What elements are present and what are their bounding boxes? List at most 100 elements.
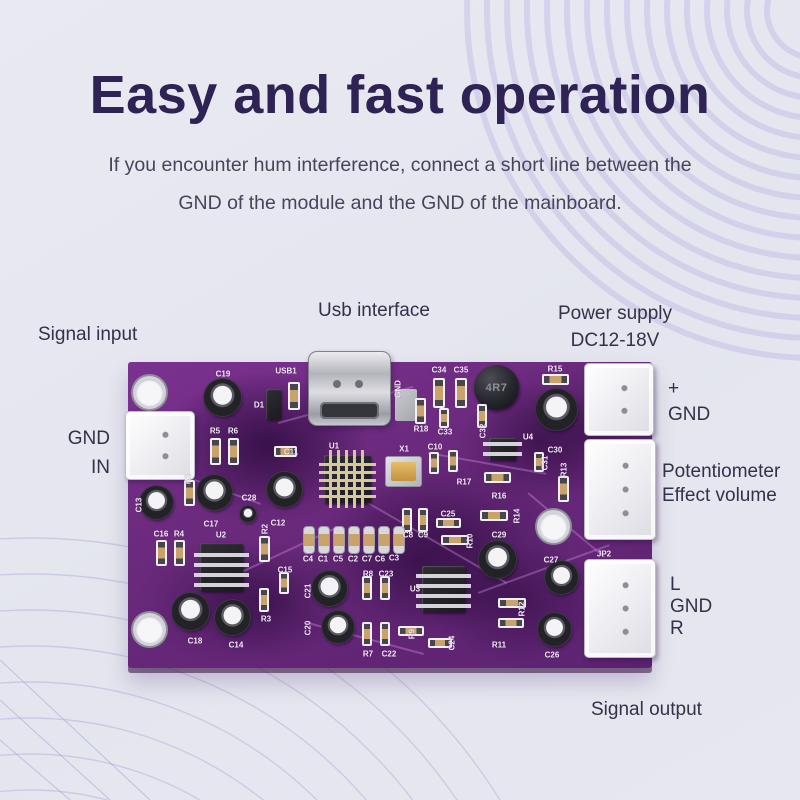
capacitor-power-filter: [536, 389, 577, 430]
board-component: [318, 526, 330, 554]
opamp-u3: [416, 566, 471, 612]
silkscreen-label: C3: [388, 553, 400, 563]
silkscreen-label: C5: [332, 554, 344, 564]
mounting-hole-right: [540, 513, 567, 540]
subtitle-line-1: If you encounter hum interference, conne…: [108, 154, 692, 176]
silkscreen-label: C33: [437, 427, 453, 437]
main-chip-u1: [319, 450, 376, 508]
silkscreen-label: C35: [453, 365, 469, 375]
silkscreen-label: C26: [544, 650, 560, 660]
capacitor-c12: [267, 472, 302, 507]
board-component: [380, 622, 390, 646]
silkscreen-label: C24: [447, 635, 457, 651]
label-gnd-in: GND IN: [56, 424, 110, 482]
capacitor-c18: [172, 593, 209, 630]
page-title: Easy and fast operation: [89, 65, 711, 125]
silkscreen-label: C29: [491, 530, 507, 540]
board-component: [429, 452, 439, 474]
silkscreen-label: R9: [407, 628, 417, 640]
signal-input-connector: [125, 411, 195, 480]
silkscreen-label: C18: [187, 636, 203, 646]
board-component: [415, 398, 426, 424]
silkscreen-label: C20: [303, 620, 313, 636]
board-component: [477, 404, 487, 428]
board-component: [156, 540, 167, 566]
capacitor-c13: [140, 486, 173, 519]
silkscreen-label: C14: [228, 640, 244, 650]
board-component: [380, 576, 390, 600]
subtitle-line-2: GND of the module and the GND of the mai…: [178, 192, 622, 214]
label-signal-output: Signal output: [591, 699, 702, 720]
crystal-x1: [385, 456, 422, 487]
board-component: [303, 526, 315, 554]
silkscreen-label: R6: [227, 426, 239, 436]
board-component: [558, 476, 569, 502]
silkscreen-label: D1: [253, 400, 265, 410]
capacitor-c17: [197, 475, 232, 510]
silkscreen-label: C21: [303, 583, 313, 599]
silkscreen-label: R15: [547, 364, 563, 374]
silkscreen-label: C1: [317, 554, 329, 564]
board-component: [378, 526, 390, 554]
silkscreen-label: C15: [277, 565, 293, 575]
silkscreen-label: U1: [328, 441, 340, 451]
power-connector: [584, 363, 654, 436]
silkscreen-label: R18: [413, 424, 429, 434]
inductor-4r7: 4R7: [474, 365, 519, 410]
silkscreen-label: R11: [491, 640, 507, 650]
label-power-pin-gnd: GND: [668, 404, 711, 425]
capacitor-c28: [240, 506, 256, 522]
board-component: [498, 618, 524, 628]
silkscreen-label: R2: [260, 523, 270, 535]
board-component: [288, 382, 300, 410]
capacitor-c19: [204, 379, 241, 416]
capacitor-c29: [479, 541, 516, 578]
silkscreen-label: C19: [215, 369, 231, 379]
mounting-hole-bottom-left: [136, 616, 163, 643]
label-potentiometer: Potentiometer Effect volume: [662, 460, 780, 508]
silkscreen-label: X1: [399, 444, 409, 454]
capacitor-c27: [545, 561, 578, 594]
silkscreen-label: R17: [456, 477, 472, 487]
label-output-pin-l: L: [670, 574, 681, 595]
label-potentiometer-line2: Effect volume: [662, 485, 777, 506]
board-component: [333, 526, 345, 554]
label-output-pin-gnd: GND: [670, 596, 713, 617]
silkscreen-label: C30: [547, 445, 563, 455]
label-power-supply-line2: DC12-18V: [570, 330, 660, 351]
label-power-supply: Power supply DC12-18V: [550, 300, 680, 354]
board-component: [398, 626, 424, 636]
board-component: [542, 374, 569, 385]
silkscreen-label: R12: [517, 601, 527, 617]
silkscreen-label: C7: [361, 554, 373, 564]
silkscreen-label: C8: [402, 530, 414, 540]
silkscreen-label: U3: [409, 584, 421, 594]
board-component: [348, 526, 360, 554]
silkscreen-label: USB1: [275, 366, 297, 376]
silkscreen-label: C32: [478, 423, 488, 439]
silkscreen-label: U2: [215, 530, 227, 540]
label-input-pin-gnd: GND: [67, 428, 110, 449]
label-power-pins: + GND: [668, 376, 710, 428]
label-power-supply-line1: Power supply: [557, 303, 673, 324]
board-component: [433, 378, 445, 408]
board-component: [363, 526, 375, 554]
board-component: [402, 508, 412, 532]
board-component: [274, 446, 297, 457]
silkscreen-label: C2: [347, 554, 359, 564]
silkscreen-label: R13: [559, 462, 569, 478]
silkscreen-label: R1: [183, 473, 193, 485]
capacitor-c14: [215, 600, 250, 635]
silkscreen-label: C4: [302, 554, 314, 564]
diode-d1: [266, 389, 281, 419]
label-power-pin-plus: +: [668, 378, 680, 399]
board-component: [439, 408, 449, 428]
capacitor-c21: [312, 571, 347, 606]
label-potentiometer-line1: Potentiometer: [662, 461, 781, 482]
board-component: [393, 526, 405, 554]
silkscreen-label: C6: [374, 554, 386, 564]
silkscreen-label: C31: [540, 455, 550, 471]
silkscreen-label: U4: [522, 432, 534, 442]
silkscreen-label: C25: [440, 509, 456, 519]
